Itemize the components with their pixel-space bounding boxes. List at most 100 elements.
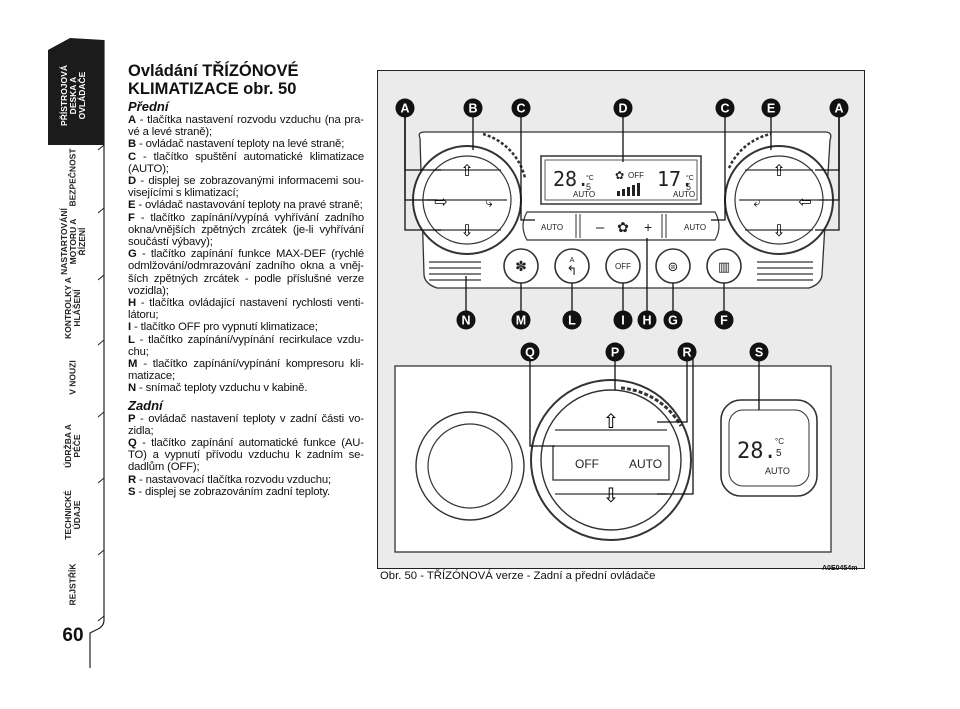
section-title: Ovládání TŘÍZÓNOVÉ KLIMATIZACE obr. 50 [128,62,364,98]
item-key: N [128,382,137,395]
rear-item-p: P - ovládač nastavení teploty v zadní čá… [128,413,364,437]
svg-text:⇨: ⇨ [434,192,447,211]
callout-bottom-h-badge [637,310,657,330]
item-key: M [128,358,138,371]
callout-rear-p-badge [605,342,625,362]
item-key: R [128,473,137,486]
callout-bottom-m: M [516,314,526,328]
tab-v-nouzi[interactable]: V NOUZI [67,359,78,395]
front-left-mode: AUTO [573,190,595,199]
tab-kontrolky[interactable]: KONTROLKY A HLÁŠENÍ [63,277,82,339]
svg-text:⇧: ⇧ [603,409,620,433]
front-right-temp: 17. [657,167,693,191]
rear-temp-knob: ⇧ ⇩ [530,379,692,541]
callout-bottom-l: L [568,314,576,328]
recirc-auto-label: A [570,257,575,264]
svg-text:⇧: ⇧ [460,161,473,180]
figure-caption: Obr. 50 - TŘÍZÓNOVÁ verze - Zadní a před… [380,570,656,582]
callout-rear-s-badge [749,342,769,362]
callout-bottom-f-badge [714,310,734,330]
fan-icon: ✿ [617,220,629,236]
tab-technicke-udaje[interactable]: TECHNICKÉ ÚDAJE [63,490,82,540]
tab-rejstrik[interactable]: REJSTŘÍK [67,562,78,606]
callout-rear-s: S [755,346,763,360]
item-text: - tlačítko OFF pro vypnutí klimatizace; [131,321,318,334]
rear-display [720,399,818,497]
right-temp-knob: ⇧ ⤶ ⇦ ⇩ [724,132,834,255]
tab-pristrojova-deska[interactable]: PŘÍSTROJOVÁ DESKA A OVLÁDAČE [58,64,87,126]
svg-text:⇧: ⇧ [772,161,785,180]
item-text: - displej se zobrazováním zadní teploty. [135,485,330,498]
front-item-l: L - tlačítko zapínání/vypínání recirkula… [128,334,364,358]
callout-rear-r-badge [677,342,697,362]
rear-off-label: OFF [575,457,599,471]
callout-bottom-m-badge [511,310,531,330]
svg-text:⤶: ⤶ [753,196,761,211]
item-text: - snímač teploty vzduchu v kabině. [136,382,308,395]
callout-bottom-n: N [461,314,470,328]
compressor-icon: ✽ [515,259,527,275]
callout-rear-q-badge [520,342,540,362]
off-button-label: OFF [615,262,631,271]
item-text: - tlačítka ovládající nastavení rychlost… [128,297,364,322]
front-items-list: A - tlačítka nastavení rozvodu vzduchu (… [128,114,364,395]
rear-mode: AUTO [765,466,790,476]
front-item-a: A - tlačítka nastavení rozvodu vzduchu (… [128,114,364,138]
item-text: - tlačítko zapínání/vypínání kompresoru … [128,358,364,383]
item-key: B [128,138,137,151]
text-column: Ovládání TŘÍZÓNOVÉ KLIMATIZACE obr. 50 P… [128,62,364,498]
front-item-i: I - tlačítko OFF pro vypnutí klimatizace… [128,321,364,333]
front-round-buttons [503,248,742,284]
callout-bottom-l-badge [562,310,582,330]
front-item-b: B - ovládač nastavení teploty na levé st… [128,138,364,150]
tab-bezpecnost[interactable]: BEZPEČNOST [67,148,78,207]
front-right-mode: AUTO [673,190,695,199]
callout-top-a: A [400,102,409,116]
item-text: - tlačítko zapínání/vypíná vyhřívání zad… [128,211,364,249]
fan-minus-button: – [596,219,605,236]
front-right-decimal: 5 [686,182,691,192]
svg-text:⇩: ⇩ [603,483,620,507]
callout-bottom-g: G [668,314,678,328]
figure-code: A0E0454m [822,565,858,572]
fan-control-labels: AUTO–✿+AUTO [541,219,706,236]
rear-auto-label: AUTO [629,457,662,471]
front-item-e: E - ovládač nastavování teploty na pravé… [128,199,364,211]
item-key: G [128,248,137,261]
fan-level-bar [622,189,625,196]
callout-top-a-badge [829,98,849,118]
callout-top-c: C [516,102,525,116]
item-key: L [128,333,135,346]
rear-item-q: Q - tlačítko zapínání automatické funkce… [128,437,364,474]
tab-udrzba[interactable]: ÚDRŽBA A PÉČE [62,424,82,468]
callout-top-e-badge [761,98,781,118]
fan-level-bar [632,185,635,196]
svg-text:⇩: ⇩ [772,221,785,240]
tab-nastartovani[interactable]: NASTARTOVÁNÍ MOTORU A ŘÍZENÍ [58,208,87,275]
rear-items-list: P - ovládač nastavení teploty v zadní čá… [128,413,364,498]
item-key: C [128,150,137,163]
rear-callout-lines [529,358,760,495]
item-key: E [128,199,136,212]
item-text: - ovládač nastavení teploty na levé stra… [136,138,345,151]
rear-defrost-icon: ▥ [718,260,730,275]
front-button-glyphs: ✽A↰OFF⊜▥ [515,257,730,279]
front-item-g: G - tlačítko zapínání funkce MAX-DEF (ry… [128,248,364,297]
item-text: - ovládač nastavování teploty na pravé s… [135,199,363,212]
callout-top-b-badge [463,98,483,118]
item-text: - tlačítko zapínání funkce MAX-DEF (rych… [128,248,364,297]
rear-item-s: S - displej se zobrazováním zadní teplot… [128,486,364,498]
fan-level-bar [617,191,620,196]
callout-rear-q: Q [525,346,535,360]
callout-top-c-badge [511,98,531,118]
item-key: P [128,412,136,425]
callout-bottom-i: I [621,314,624,328]
max-def-icon: ⊜ [668,260,679,275]
svg-text:⤷: ⤷ [485,196,493,211]
item-key: F [128,211,135,224]
item-key: D [128,175,137,188]
svg-text:⇦: ⇦ [798,192,811,211]
callout-rear-r: R [682,346,691,360]
item-text: - tlačítko zapínání/vypínání recirkulace… [128,333,364,358]
